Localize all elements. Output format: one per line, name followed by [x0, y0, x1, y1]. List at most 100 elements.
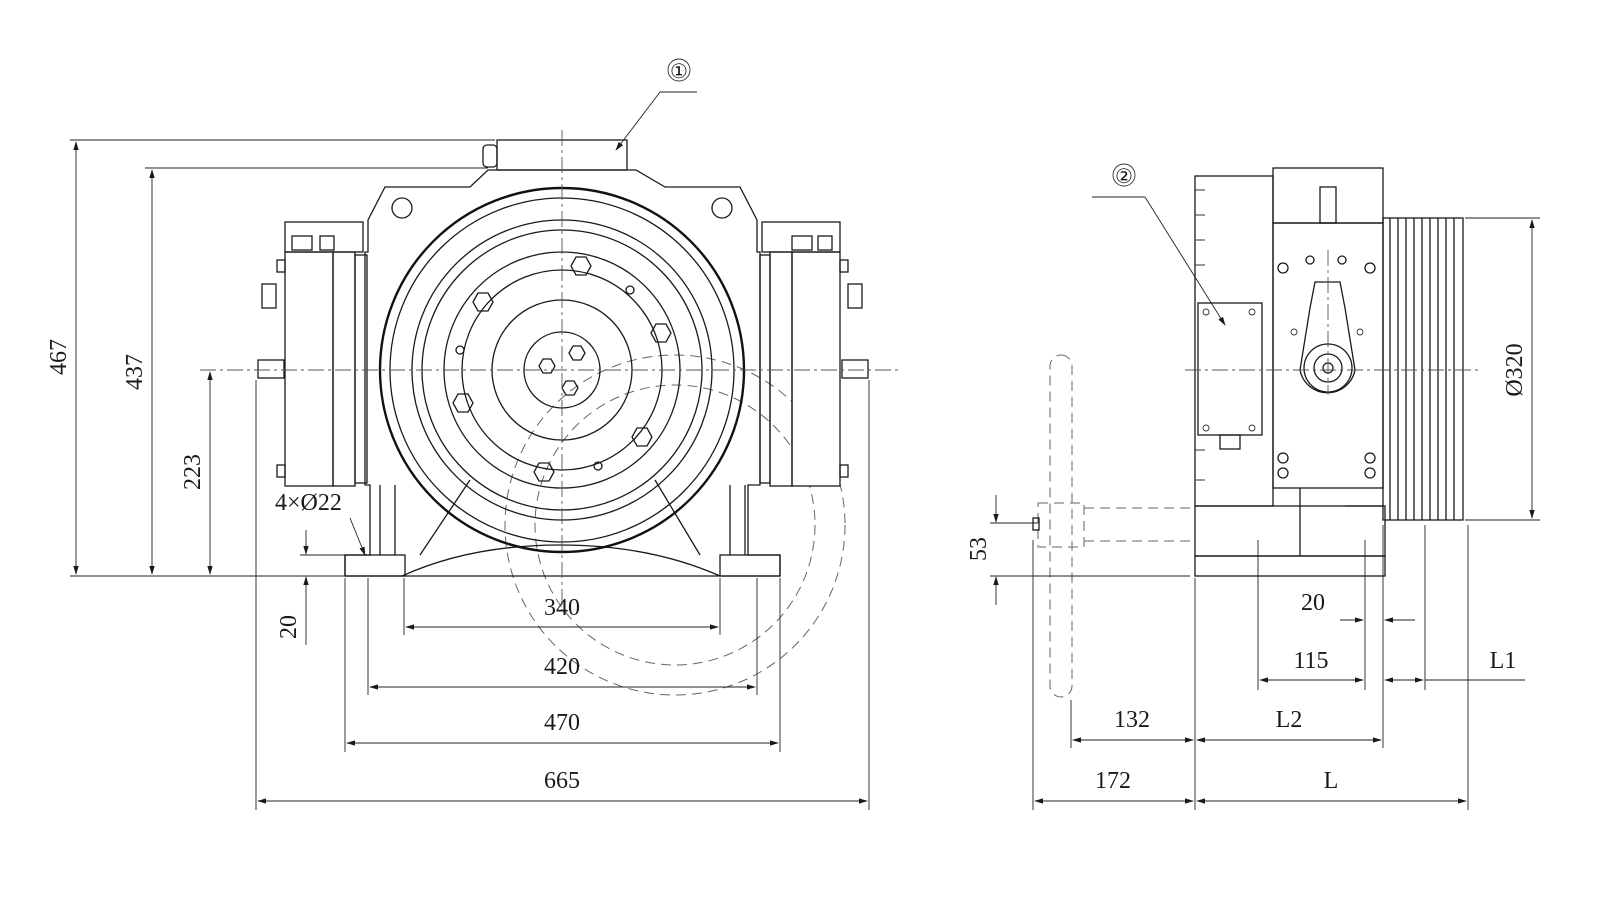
bracket-bolt — [1277, 467, 1289, 479]
gland — [1219, 434, 1241, 450]
brake-right-lug — [839, 259, 849, 273]
brake-left-plate — [332, 251, 356, 487]
dim-340-label: 340 — [544, 595, 580, 621]
screw — [1248, 424, 1256, 432]
front-view — [200, 130, 900, 696]
rotor-bolt — [452, 393, 474, 413]
screw — [1248, 308, 1256, 316]
brake-left-inner — [354, 254, 368, 484]
bracket-top — [1272, 167, 1384, 224]
bracket-bolt — [1364, 452, 1376, 464]
bracket-bolt — [1364, 467, 1376, 479]
bracket-lug — [1319, 186, 1337, 224]
rotor-bolt — [631, 427, 653, 447]
sheave-grooves — [1389, 218, 1455, 520]
dim-53-label: 53 — [966, 537, 992, 561]
rotor-pin — [593, 461, 603, 471]
brake-right-disc — [791, 251, 841, 487]
callout-1-circle — [667, 58, 691, 82]
brake-left-bolt — [257, 359, 285, 379]
rotor-bolt — [650, 323, 672, 343]
dim-20-side-label: 20 — [1301, 590, 1325, 616]
base-ribs — [379, 485, 746, 555]
side-base-web — [1299, 488, 1383, 556]
bracket-bolt — [1364, 262, 1376, 274]
phantom-handwheel-inner — [534, 384, 816, 666]
pin — [1356, 328, 1364, 336]
pin — [1290, 328, 1298, 336]
hub-bolt — [538, 358, 556, 374]
hub-bolt — [561, 380, 579, 396]
dim-470-label: 470 — [544, 710, 580, 736]
rotor-pin — [455, 345, 465, 355]
callout-1-leader — [615, 91, 661, 151]
dim-115-label: 115 — [1293, 648, 1328, 674]
dim-20-label: 20 — [276, 615, 302, 639]
lifting-hole-right — [711, 197, 733, 219]
side-view — [1032, 167, 1480, 698]
holes-label: 4×Ø22 — [275, 490, 342, 516]
brake-left-block — [261, 283, 277, 309]
handwheel-spoke — [1049, 354, 1073, 698]
motor-body — [1194, 175, 1274, 507]
dim-420-label: 420 — [544, 654, 580, 680]
bracket-bolt — [1277, 452, 1289, 464]
dim-132-label: 132 — [1114, 707, 1150, 733]
dim-665-label: 665 — [544, 768, 580, 794]
brake-right-switch — [817, 235, 833, 251]
brake-left-top — [284, 221, 364, 253]
handwheel-hub — [1037, 502, 1085, 548]
handwheel-knob — [1032, 517, 1040, 531]
callout-1-label: ① — [670, 61, 688, 83]
brake-right-block — [847, 283, 863, 309]
motor-ticks — [1195, 189, 1205, 481]
base-arch — [401, 544, 721, 577]
motor-housing — [344, 169, 781, 577]
dim-L1-label: L1 — [1490, 648, 1517, 674]
front-dimensions: 467 437 223 4×Ø22 20 340 420 470 665 — [46, 58, 870, 810]
bracket-bolt — [1305, 255, 1315, 265]
rotor-bolt — [533, 462, 555, 482]
bracket-bolt — [1337, 255, 1347, 265]
brake-left-switch — [319, 235, 335, 251]
brake-right-inner — [759, 254, 771, 484]
side-dimensions: Ø320 53 20 115 L1 132 L2 — [966, 163, 1540, 810]
dim-223-label: 223 — [180, 454, 206, 490]
brake-right-plate — [769, 251, 793, 487]
rotor-pin — [625, 285, 635, 295]
bracket-bolt — [1277, 262, 1289, 274]
rotor-bolt — [570, 256, 592, 276]
encoder-arm — [1299, 281, 1356, 394]
brake-right-lug — [839, 464, 849, 478]
foot-left — [344, 554, 406, 577]
brake-left-disc — [284, 251, 334, 487]
foot-right — [719, 554, 781, 577]
junction-box — [1197, 302, 1263, 436]
dim-320-label: Ø320 — [1502, 343, 1528, 396]
brake-left-lug — [276, 259, 286, 273]
brake-left-switch — [291, 235, 313, 251]
callout-2-leader — [1144, 196, 1226, 326]
base-struts — [419, 479, 701, 556]
dim-172-label: 172 — [1095, 768, 1131, 794]
callout-2-circle — [1112, 163, 1136, 187]
dim-L-label: L — [1324, 768, 1339, 794]
hub-bolt — [568, 345, 586, 361]
dim-467-label: 467 — [46, 339, 72, 375]
brake-right-top — [761, 221, 841, 253]
brake-right-bolt — [841, 359, 869, 379]
dim-L2-label: L2 — [1276, 707, 1303, 733]
phantom-handwheel-circle — [504, 354, 846, 696]
rotor-bolt — [472, 292, 494, 312]
screw — [1202, 308, 1210, 316]
dim-437-label: 437 — [122, 354, 148, 390]
brake-left-lug — [276, 464, 286, 478]
screw — [1202, 424, 1210, 432]
holes-leader — [349, 517, 366, 556]
side-base — [1194, 505, 1386, 557]
sheave — [1382, 217, 1464, 521]
cable-gland — [482, 144, 498, 168]
callout-2-label: ② — [1115, 166, 1133, 188]
side-base-foot — [1194, 555, 1386, 577]
